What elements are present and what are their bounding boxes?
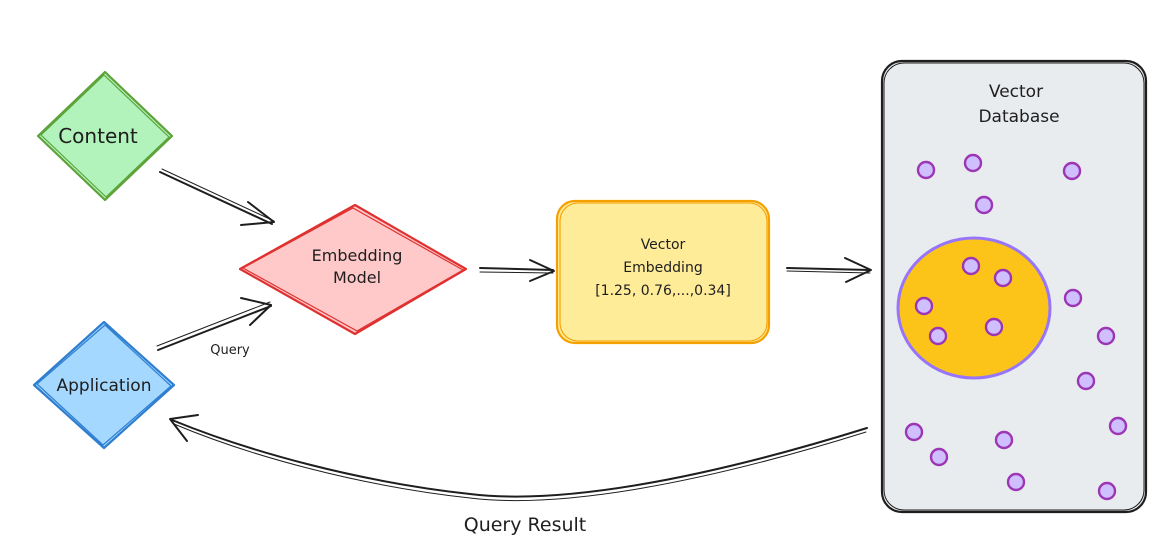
vector-database-node[interactable]: Vector Database: [880, 59, 1148, 514]
vector-embedding-label-line3: [1.25, 0.76,...,0.34]: [595, 283, 731, 299]
vector-point: [929, 447, 949, 467]
arrow-embedding-to-database: [786, 257, 872, 283]
arrow-application-to-model: [156, 297, 272, 351]
content-label: Content: [58, 124, 138, 148]
vector-point: [974, 195, 994, 215]
query-edge-label: Query: [210, 343, 250, 358]
embedding-model-label-line2: Model: [333, 268, 381, 287]
vector-point: [1097, 481, 1117, 501]
embedding-model-node[interactable]: Embedding Model: [238, 203, 468, 336]
vector-point: [904, 422, 924, 442]
vector-point: [994, 430, 1014, 450]
vector-embedding-label-line1: Vector: [641, 237, 686, 253]
vector-point: [1108, 416, 1128, 436]
arrow-model-to-embedding: [479, 259, 555, 282]
vector-embedding-node[interactable]: Vector Embedding [1.25, 0.76,...,0.34]: [555, 199, 771, 345]
query-result-edge-label: Query Result: [464, 514, 587, 536]
vector-point: [961, 256, 981, 276]
vector-point: [984, 317, 1004, 337]
vector-point: [928, 326, 948, 346]
vector-point: [1076, 371, 1096, 391]
vector-point: [963, 153, 983, 173]
vector-point: [1006, 472, 1026, 492]
arrow-content-to-model: [159, 168, 275, 226]
application-node[interactable]: Application: [32, 320, 176, 450]
vector-point: [1063, 288, 1083, 308]
vector-point: [1096, 326, 1116, 346]
vector-point: [916, 160, 936, 180]
vector-embedding-label-line2: Embedding: [623, 260, 702, 276]
vector-point: [1062, 161, 1082, 181]
vector-database-label-line2: Database: [978, 107, 1059, 127]
embedding-model-label-line1: Embedding: [312, 246, 403, 265]
vector-points: [904, 153, 1128, 501]
vector-point: [993, 268, 1013, 288]
vector-database-label-line1: Vector: [989, 82, 1043, 102]
vector-point: [914, 296, 934, 316]
content-node[interactable]: Content: [36, 70, 174, 202]
application-label: Application: [57, 376, 152, 396]
arrow-database-to-application: [169, 414, 868, 502]
